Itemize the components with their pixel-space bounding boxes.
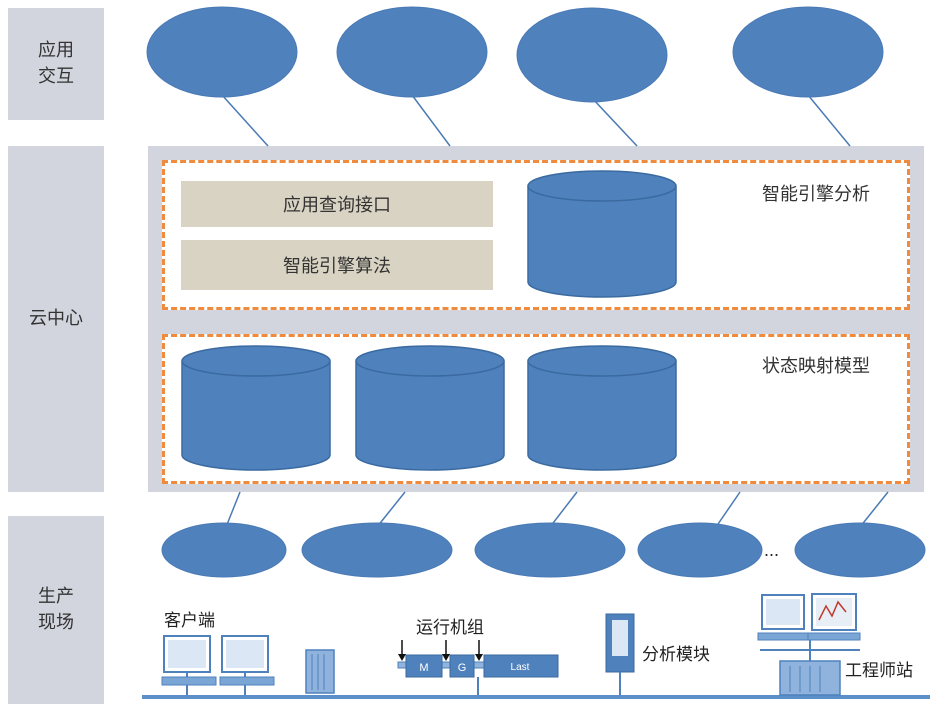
field-node-ellipse xyxy=(301,522,453,578)
state-mapping-title: 状态映射模型 xyxy=(762,356,870,377)
layer-label-field: 生产 现场 xyxy=(8,516,104,704)
field-node-ellipse xyxy=(794,522,926,578)
load-block xyxy=(483,654,559,678)
load-label: Last xyxy=(511,662,530,673)
database-icon xyxy=(181,345,331,471)
running-unit-label: 运行机组 xyxy=(416,618,484,638)
app-query-interface-label: 应用查询接口 xyxy=(283,195,391,216)
field-node-ellipse xyxy=(161,522,287,578)
analysis-module-label: 分析模块 xyxy=(642,645,710,665)
bottom-connectors xyxy=(225,491,889,528)
connector-line xyxy=(715,491,741,528)
engine-analysis-title: 智能引擎分析 xyxy=(762,184,870,205)
app-nodes xyxy=(146,6,884,103)
app-node-ellipse xyxy=(146,6,298,98)
database-cylinders xyxy=(181,170,677,471)
connector-line xyxy=(376,491,406,528)
database-icon xyxy=(527,345,677,471)
app-query-interface: 应用查询接口 xyxy=(181,181,493,227)
generator-block xyxy=(449,654,475,678)
connector-line xyxy=(807,94,851,147)
connector-line xyxy=(549,491,578,528)
field-node-ellipse xyxy=(474,522,626,578)
app-node-ellipse xyxy=(516,7,668,103)
connector-line xyxy=(859,491,889,528)
field-nodes xyxy=(161,522,926,578)
analysis-module-icon xyxy=(605,613,635,695)
app-node-ellipse xyxy=(732,6,884,98)
engine-algorithm-label: 智能引擎算法 xyxy=(283,256,391,277)
layer-label-cloud: 云中心 xyxy=(8,146,104,492)
connector-line xyxy=(221,94,269,147)
client-label: 客户端 xyxy=(164,611,215,631)
generator-label: G xyxy=(458,662,467,674)
client-computer-icon xyxy=(161,635,217,695)
server-cabinet-icon xyxy=(305,649,335,694)
field-bus-line xyxy=(142,695,930,699)
connector-line xyxy=(225,491,241,528)
layer-label-field-text: 生产 现场 xyxy=(38,586,74,633)
connector-line xyxy=(411,94,451,147)
field-node-ellipse xyxy=(637,522,763,578)
layer-label-app-text: 应用 交互 xyxy=(38,40,74,87)
engineer-station-label: 工程师站 xyxy=(845,661,913,681)
field-ellipsis: ... xyxy=(764,540,779,560)
motor-label: M xyxy=(419,662,428,674)
connector-line xyxy=(591,97,638,147)
engineer-station-icon xyxy=(757,593,861,696)
database-icon xyxy=(527,170,677,298)
running-unit-diagram: M G Last xyxy=(397,640,559,695)
app-node-ellipse xyxy=(336,6,488,98)
layer-label-cloud-text: 云中心 xyxy=(29,308,83,329)
top-connectors xyxy=(221,94,851,147)
client-computer-icon xyxy=(219,635,275,695)
engine-algorithm: 智能引擎算法 xyxy=(181,240,493,290)
motor-block xyxy=(405,654,443,678)
layer-label-app: 应用 交互 xyxy=(8,8,104,120)
database-icon xyxy=(355,345,505,471)
